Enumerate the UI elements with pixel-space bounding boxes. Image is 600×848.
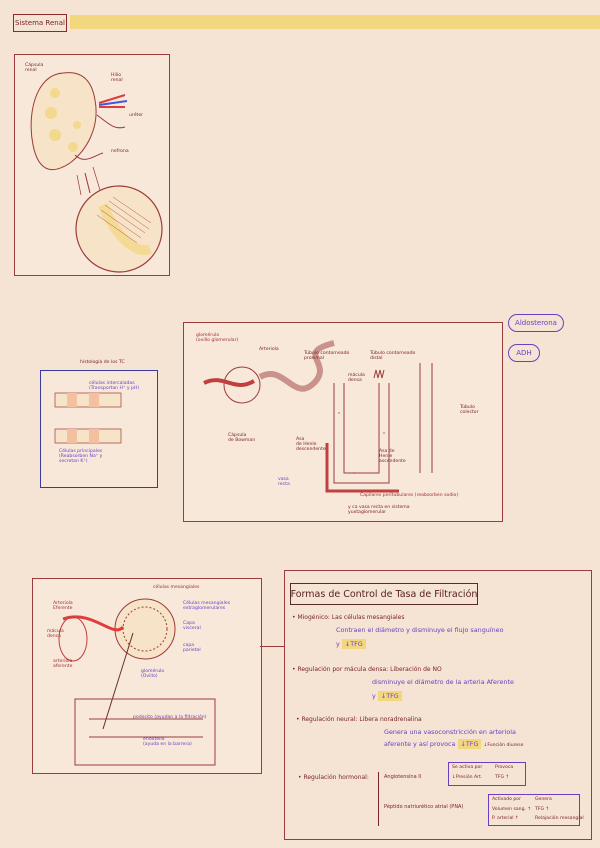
- histology-top-label: células intercaladas (Transportan H⁺ y p…: [89, 381, 139, 391]
- nephron-distal-label: Túbulo contorneado distal: [370, 351, 415, 361]
- histology-bottom-label: Células principales (Reabsorben Na⁺ y se…: [59, 449, 102, 464]
- kidney-illustration: [15, 55, 169, 275]
- control-item-myogenic-line1: Contraen el diámetro y disminuye el fluj…: [336, 626, 504, 634]
- t1-h1: Se activa por: [452, 765, 482, 770]
- table-pna: Activado por Genera Volumen sang. ↑ TFG …: [488, 794, 580, 826]
- jga-podocyte-label: podocito (ayudan a la filtración): [133, 715, 206, 720]
- t2-r1: Volumen sang. ↑: [492, 807, 531, 812]
- kidney-capsule-label: Cápsula renal: [25, 63, 43, 73]
- jga-mesangial-extra-label: Células mesangiales extraglomerulares: [183, 601, 230, 611]
- t2-h2: Genera: [535, 797, 552, 802]
- jga-macula-label: mácula densa: [47, 629, 64, 639]
- kidney-panel: Cápsula renal Hilio renal uréter nefrona: [14, 54, 170, 276]
- nephron-glomerulus-label: glomérulo (ovillo glomerular): [196, 333, 238, 343]
- histology-panel: células intercaladas (Transportan H⁺ y p…: [40, 370, 158, 488]
- histology-title: histología de los TC: [80, 360, 125, 365]
- nephron-collector-label: Túbulo colector: [460, 405, 478, 415]
- jga-efferent-label: Arteriola Eferente: [53, 601, 73, 611]
- control-item-neural-line1: Genera una vasoconstricción en arteriola: [384, 728, 516, 736]
- t2-h1: Activado por: [492, 797, 521, 802]
- jga-visceral-label: Capa visceral: [183, 621, 201, 631]
- t1-r1: ↓Presión Art.: [452, 775, 482, 780]
- nephron-peritub-label: Capilares peritubulares (reabsorben sodi…: [360, 493, 458, 498]
- nephron-asc-label: Asa de Henle ascendente: [379, 449, 406, 464]
- aldosterone-pill: Aldosterona: [508, 314, 564, 332]
- t2-r2: TFG ↑: [535, 807, 549, 812]
- control-item-hormonal: • Regulación hormonal:: [298, 774, 369, 781]
- table-angiotensin: Se activa por Provoca ↓Presión Art. TFG …: [448, 762, 526, 786]
- kidney-ureter-label: uréter: [129, 113, 143, 118]
- hormonal-pna: Péptido natriurético atrial (PNA): [384, 804, 463, 810]
- control-item-myogenic: • Miogénico: Las células mesangiales: [292, 614, 405, 621]
- nephron-capsule-label: Cápsula de Bowman: [228, 433, 255, 443]
- kidney-hilum-label: Hilio renal: [111, 73, 123, 83]
- control-item-macula-line1: disminuye el diámetro de la arteria Afer…: [372, 678, 514, 686]
- nephron-arteriole-label: Arteriola: [259, 347, 279, 352]
- t1-h2: Provoca: [495, 765, 513, 770]
- jga-endothelium-label: endotelio (ayuda en la barrera): [143, 737, 192, 747]
- connector-line: [260, 646, 284, 647]
- jga-panel: células mesangiales Arteriola Eferente m…: [32, 578, 262, 774]
- nephron-proximal-label: Túbulo contorneado proximal: [304, 351, 349, 361]
- control-title: Formas de Control de Tasa de Filtración: [290, 583, 478, 605]
- jga-afferent-label: arteriola aferente: [53, 659, 72, 669]
- hormonal-brace: [378, 772, 379, 826]
- adh-pill: ADH: [508, 344, 540, 362]
- page-title: Sistema Renal: [13, 14, 67, 32]
- nephron-panel: glomérulo (ovillo glomerular) Arteriola …: [183, 322, 503, 522]
- control-item-neural-line2: aferente y así provoca ↓TFG ↓Función diu…: [384, 740, 523, 748]
- nephron-dense-label: mácula densa: [348, 373, 365, 383]
- t1-r2: TFG ↑: [495, 775, 509, 780]
- title-bar: [70, 15, 600, 29]
- jga-glomerulus-label: glomérulo (Ovillo): [141, 669, 164, 679]
- jga-mesangial-label: células mesangiales: [153, 585, 199, 590]
- control-item-myogenic-line2: y ↓TFG: [336, 640, 366, 648]
- t2-r4: Relajación mesangial: [535, 816, 584, 821]
- hormonal-angiotensin: Angiotensina II: [384, 774, 421, 780]
- nephron-vasa-label: vasa recta: [278, 477, 290, 487]
- nephron-desc-label: Asa de Henle descendente: [296, 437, 326, 452]
- jga-parietal-label: capa parietal: [183, 643, 201, 653]
- nephron-peritub2-label: y ca vasa recta en sistema yuxtaglomerul…: [348, 505, 410, 515]
- control-item-macula: • Regulación por mácula densa: Liberació…: [292, 666, 442, 673]
- t2-r3: P. arterial ↑: [492, 816, 519, 821]
- kidney-nephron-label: nefrona: [111, 149, 129, 154]
- control-item-macula-line2: y ↓TFG: [372, 692, 402, 700]
- control-item-neural: • Regulación neural: Libera noradrenalin…: [296, 716, 422, 723]
